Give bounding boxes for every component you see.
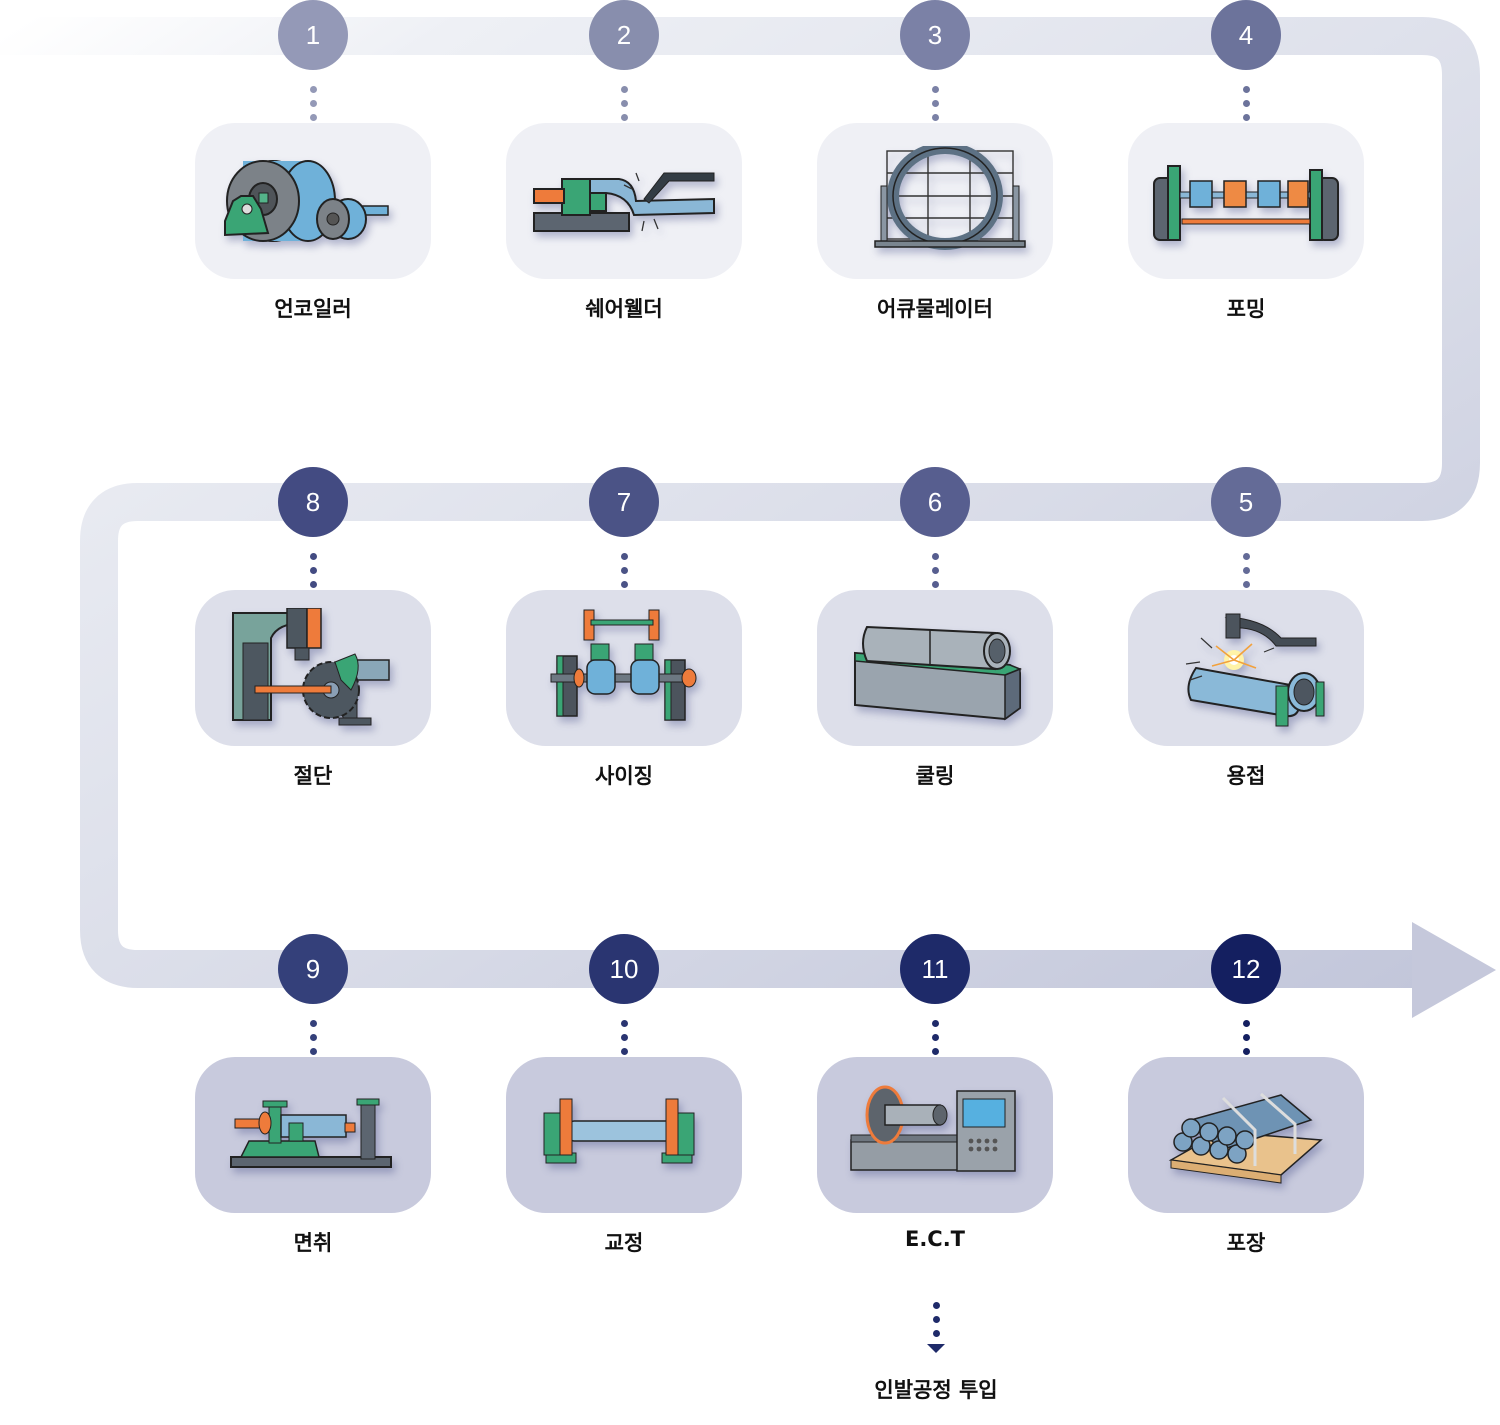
cutting-icon <box>232 608 390 726</box>
connector-dot <box>1242 114 1250 121</box>
step-card <box>1128 590 1364 746</box>
connector-dot <box>931 581 939 588</box>
step-number-badge: 11 <box>900 934 970 1004</box>
connector-dot <box>309 1020 317 1027</box>
step-label: 쿨링 <box>915 764 955 788</box>
connector-dot <box>1242 1020 1250 1027</box>
step-card <box>195 590 431 746</box>
step-number-badge: 3 <box>900 0 970 70</box>
connector-dot <box>931 553 939 560</box>
flow-arrow-head <box>1412 922 1496 1018</box>
connector-dot <box>931 100 939 107</box>
step-card <box>506 590 742 746</box>
step-number-badge: 4 <box>1211 0 1281 70</box>
step-label: 사이징 <box>595 764 653 788</box>
step-number-badge: 5 <box>1211 467 1281 537</box>
connector-dot <box>1242 553 1250 560</box>
step-number-badge: 8 <box>278 467 348 537</box>
final-connector <box>927 1302 945 1353</box>
connector-dot <box>620 1048 628 1055</box>
step-card <box>817 123 1053 279</box>
straightening-icon <box>543 1098 695 1164</box>
cooling-icon <box>854 625 1023 721</box>
connector-dot <box>620 553 628 560</box>
step-card <box>817 1057 1053 1213</box>
step-label: 포장 <box>1226 1231 1266 1255</box>
welding-icon <box>1185 613 1325 727</box>
step-number-badge: 6 <box>900 467 970 537</box>
connector-dot <box>620 100 628 107</box>
connector-dot <box>1242 581 1250 588</box>
connector-dot <box>931 1020 939 1027</box>
connector-dot <box>620 567 628 574</box>
connector-dot <box>620 86 628 93</box>
step-number-badge: 1 <box>278 0 348 70</box>
step-card <box>195 1057 431 1213</box>
step-label: 언코일러 <box>274 297 352 321</box>
connector-dot <box>931 114 939 121</box>
step-card <box>1128 1057 1364 1213</box>
connector-dot <box>931 86 939 93</box>
step-card <box>506 1057 742 1213</box>
connector-dot <box>309 86 317 93</box>
connector-dot <box>1242 1048 1250 1055</box>
connector-dot <box>931 1034 939 1041</box>
step-label: E.C.T <box>904 1227 966 1251</box>
step-label: 절단 <box>293 764 333 788</box>
uncoiler-icon <box>224 160 389 242</box>
ect-icon <box>850 1085 1016 1172</box>
connector-dot <box>620 1020 628 1027</box>
step-label: 용접 <box>1226 764 1266 788</box>
step-label: 면취 <box>293 1231 333 1255</box>
packing-icon <box>1168 1092 1323 1184</box>
chamfering-icon <box>230 1098 392 1168</box>
accumulator-icon <box>874 146 1026 250</box>
connector-dot <box>309 1034 317 1041</box>
forming-icon <box>1153 165 1339 241</box>
step-label: 교정 <box>604 1231 644 1255</box>
step-card <box>195 123 431 279</box>
sizing-icon <box>550 609 697 721</box>
connector-dot <box>620 1034 628 1041</box>
step-card <box>1128 123 1364 279</box>
connector-dot <box>1242 1034 1250 1041</box>
step-number-badge: 12 <box>1211 934 1281 1004</box>
step-card <box>817 590 1053 746</box>
connector-dot <box>309 1048 317 1055</box>
connector-dot <box>1242 567 1250 574</box>
final-step-label: 인발공정 투입 <box>874 1378 998 1402</box>
step-number-badge: 10 <box>589 934 659 1004</box>
connector-dot <box>309 581 317 588</box>
shear-welder-icon <box>533 172 715 232</box>
connector-dot <box>931 567 939 574</box>
step-label: 어큐물레이터 <box>877 297 993 321</box>
connector-dot <box>309 553 317 560</box>
connector-dot <box>309 114 317 121</box>
step-number-badge: 2 <box>589 0 659 70</box>
connector-dot <box>931 1048 939 1055</box>
step-label: 쉐어웰더 <box>585 297 663 321</box>
step-number-badge: 7 <box>589 467 659 537</box>
flow-path <box>0 17 1480 988</box>
step-card <box>506 123 742 279</box>
connector-dot <box>309 567 317 574</box>
connector-dot <box>1242 86 1250 93</box>
step-label: 포밍 <box>1226 297 1266 321</box>
connector-dot <box>620 114 628 121</box>
step-number-badge: 9 <box>278 934 348 1004</box>
connector-dot <box>309 100 317 107</box>
connector-dot <box>620 581 628 588</box>
connector-dot <box>1242 100 1250 107</box>
